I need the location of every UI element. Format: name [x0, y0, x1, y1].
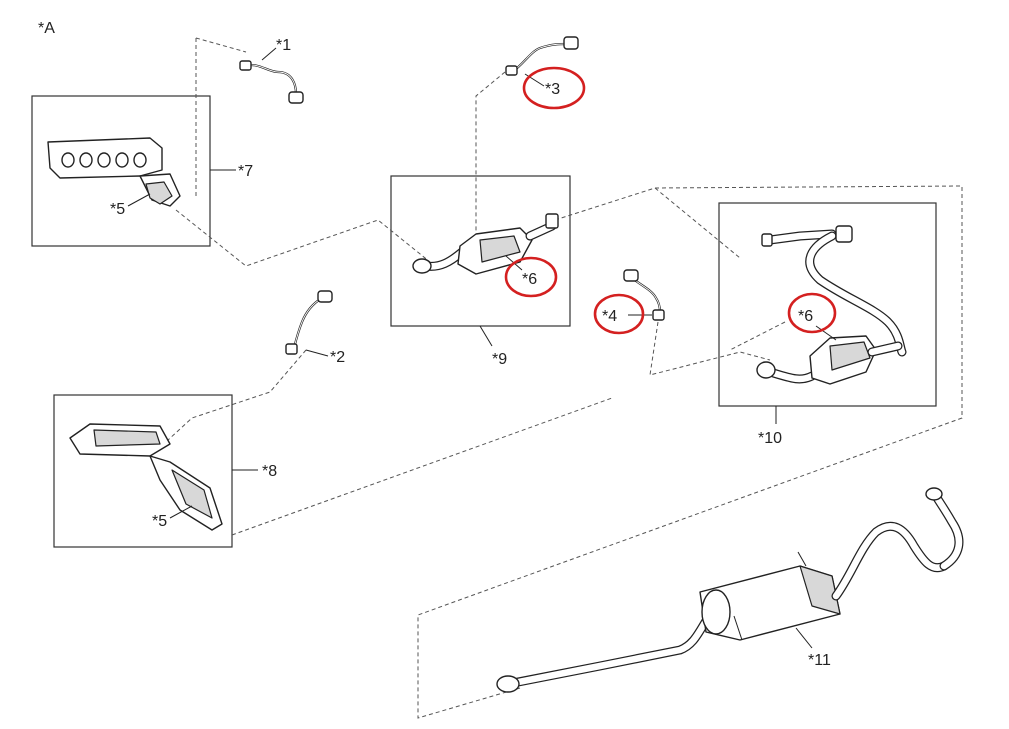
label-cat-6-rear: *6 [798, 308, 813, 325]
muffler-tailpipe-11[interactable] [496, 487, 964, 693]
oxygen-sensor-3[interactable] [505, 36, 579, 76]
label-sensor-4: *4 [602, 308, 617, 325]
oxygen-sensor-4[interactable] [623, 269, 665, 321]
label-muffler-11: *11 [808, 652, 831, 669]
label-cat-5-lower: *5 [152, 513, 167, 530]
exhaust-manifold-7[interactable] [47, 137, 181, 207]
label-manifold-7: *7 [238, 163, 253, 180]
pipe-10-frame [718, 202, 937, 407]
exhaust-manifold-8[interactable] [69, 423, 223, 531]
label-manifold-8: *8 [262, 463, 277, 480]
label-sensor-3: *3 [545, 81, 560, 98]
manifold-8-frame [53, 394, 233, 548]
front-exhaust-pipe-9[interactable] [412, 213, 559, 275]
highlight-ring-6-front [504, 256, 558, 298]
label-pipe-9: *9 [492, 351, 507, 368]
label-cat-5-upper: *5 [110, 201, 125, 218]
label-sensor-2: *2 [330, 349, 345, 366]
oxygen-sensor-1[interactable] [239, 60, 304, 104]
label-sensor-1: *1 [276, 37, 291, 54]
highlight-ring-3 [522, 66, 586, 110]
oxygen-sensor-2[interactable] [285, 290, 333, 355]
highlight-ring-6-rear [787, 292, 837, 334]
label-pipe-10: *10 [758, 430, 782, 447]
manifold-7-frame [31, 95, 211, 247]
dashed-connections [167, 37, 963, 719]
label-cat-6-front: *6 [522, 271, 537, 288]
highlight-ring-4 [593, 293, 645, 335]
diagram-id-label: *A [38, 20, 55, 37]
center-exhaust-pipe-10[interactable] [756, 225, 907, 385]
